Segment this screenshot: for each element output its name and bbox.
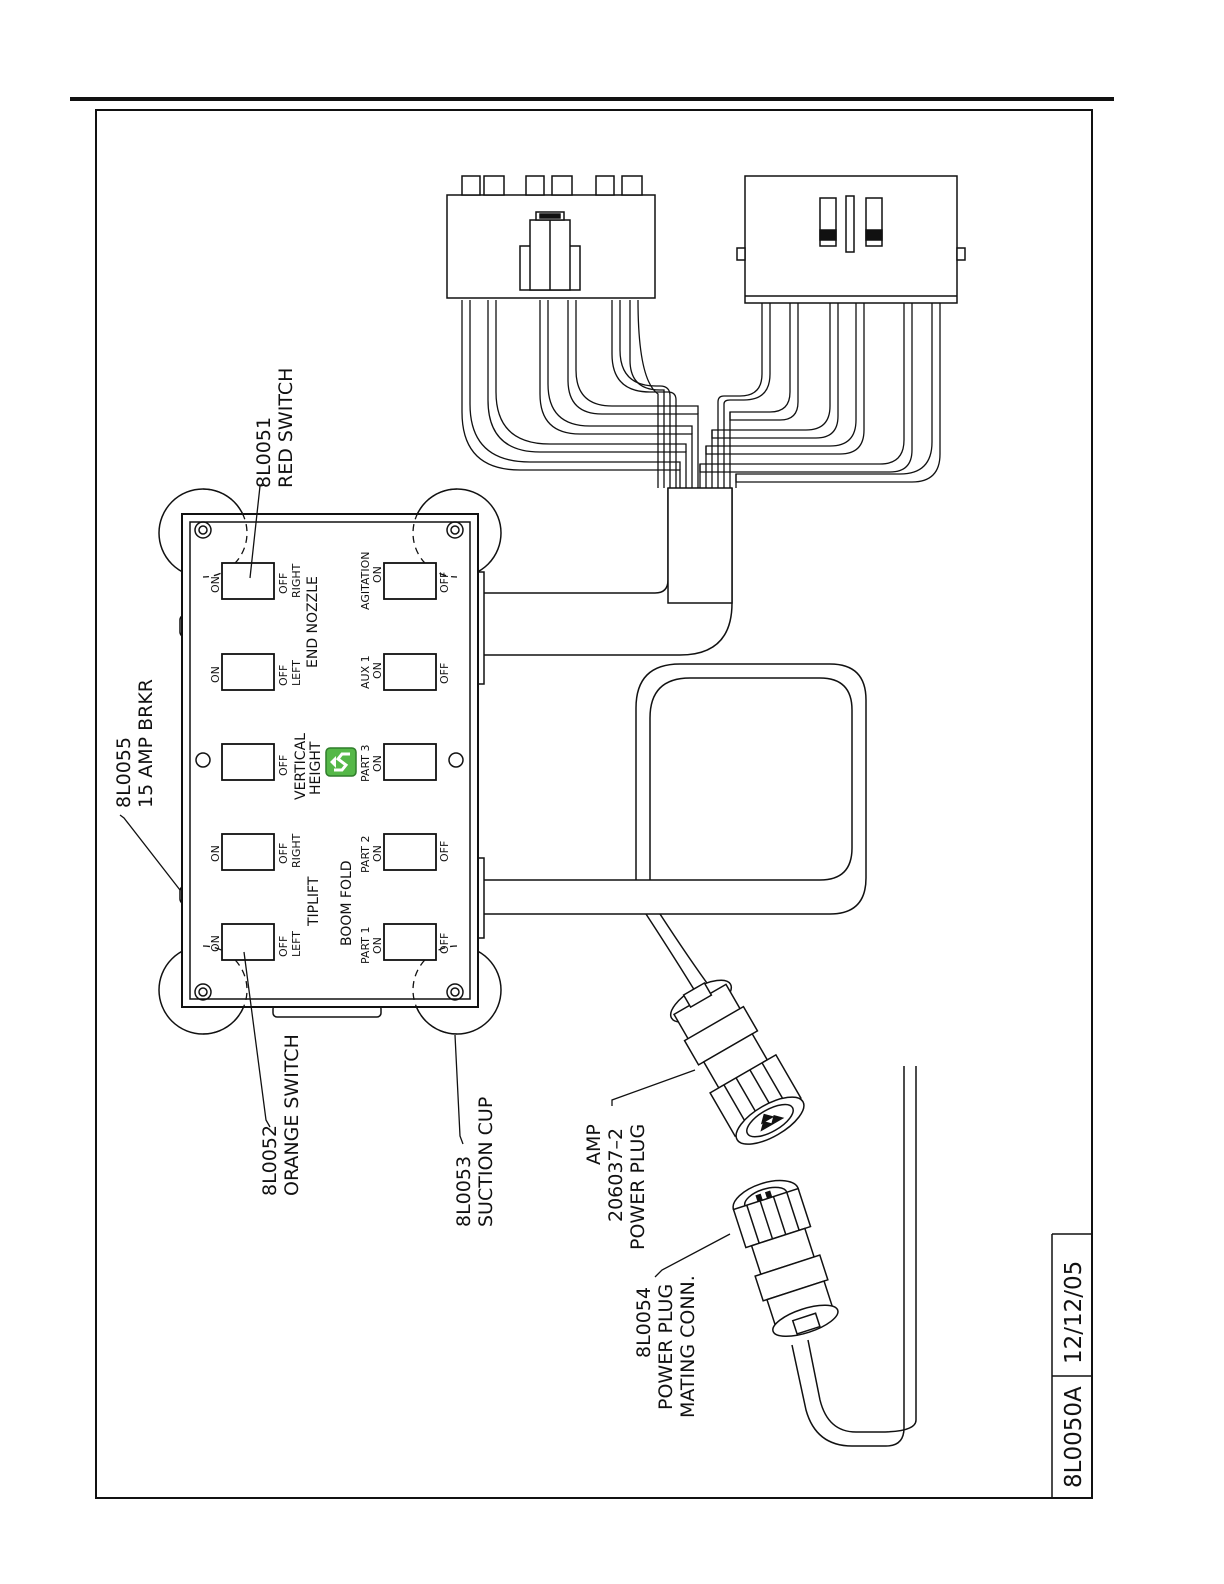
harness-connector-right [736, 175, 966, 304]
callout-red-switch-desc: RED SWITCH [275, 368, 297, 488]
callout-mating-line1: 8L0054 [633, 1287, 655, 1358]
switch-end-nozzle-right[interactable] [221, 562, 275, 600]
label-left: LEFT [290, 931, 303, 957]
amp-power-plug [669, 979, 805, 1145]
callout-breaker-part: 8L0055 [113, 737, 135, 808]
callout-amp-line1: AMP [583, 1124, 605, 1165]
callout-mating-line3: MATING CONN. [677, 1275, 699, 1418]
switch-panel: ON OFF RIGHT ON OFF LEFT OFF ON OFF RIGH… [158, 488, 502, 1035]
label-off: OFF [438, 933, 451, 954]
mating-connector [732, 1066, 917, 1447]
drawing-date: 12/12/05 [1061, 1261, 1087, 1364]
label-right: RIGHT [290, 563, 303, 598]
switch-tiplift-right[interactable] [221, 833, 275, 871]
callout-breaker-desc: 15 AMP BRKR [135, 679, 157, 808]
switch-part1[interactable] [383, 923, 437, 961]
label-off: OFF [438, 663, 451, 684]
switch-part2[interactable] [383, 833, 437, 871]
switch-tiplift-left[interactable] [221, 923, 275, 961]
callout-leaders [119, 484, 731, 1278]
label-on: ON [209, 666, 222, 683]
wire-harness [461, 299, 941, 488]
drawing-frame [95, 109, 1093, 1499]
label-part3: PART 3 [359, 744, 372, 782]
callout-mating-line2: POWER PLUG [655, 1284, 677, 1410]
label-on: ON [371, 566, 384, 583]
label-on: ON [209, 576, 222, 593]
label-off: OFF [277, 755, 290, 776]
callout-suction-cup-part: 8L0053 [453, 1156, 475, 1227]
group-tiplift: TIPLIFT [306, 876, 322, 927]
label-on: ON [209, 845, 222, 862]
switch-vertical-height[interactable] [221, 743, 275, 781]
panel-screws [194, 521, 464, 1001]
callout-orange-switch-part: 8L0052 [259, 1125, 281, 1196]
switch-aux1[interactable] [383, 653, 437, 691]
group-height: HEIGHT [308, 741, 324, 795]
label-on: ON [371, 755, 384, 772]
label-off: OFF [438, 572, 451, 593]
label-off: OFF [438, 841, 451, 862]
label-off: OFF [277, 573, 290, 594]
callout-red-switch-part: 8L0051 [253, 417, 275, 488]
label-on: ON [371, 937, 384, 954]
label-right: RIGHT [290, 833, 303, 868]
lower-cable [484, 663, 867, 997]
switch-part3[interactable] [383, 743, 437, 781]
switch-rockers [221, 562, 437, 961]
label-aux1: AUX 1 [359, 655, 372, 689]
callout-orange-switch-desc: ORANGE SWITCH [281, 1034, 303, 1196]
callout-amp-line2: 206037–2 [605, 1128, 627, 1222]
label-part1: PART 1 [359, 926, 372, 964]
title-block: 8L0050A 12/12/05 [1051, 1233, 1092, 1498]
label-on: ON [371, 845, 384, 862]
group-end-nozzle: END NOZZLE [305, 576, 321, 668]
label-part2: PART 2 [359, 835, 372, 873]
label-agitation: AGITATION [359, 552, 372, 611]
label-on: ON [209, 935, 222, 952]
upper-cable [484, 487, 733, 656]
label-off: OFF [277, 843, 290, 864]
group-vertical: VERTICAL [293, 733, 309, 800]
label-on: ON [371, 662, 384, 679]
group-boom-fold: BOOM FOLD [339, 860, 355, 946]
harness-connector-left [446, 175, 656, 299]
drawing-number: 8L0050A [1061, 1386, 1087, 1488]
s-logo-icon [325, 747, 357, 777]
label-off: OFF [277, 936, 290, 957]
callout-amp-line3: POWER PLUG [627, 1124, 649, 1250]
label-left: LEFT [290, 660, 303, 686]
switch-agitation[interactable] [383, 562, 437, 600]
switch-end-nozzle-left[interactable] [221, 653, 275, 691]
callout-suction-cup-desc: SUCTION CUP [475, 1097, 497, 1227]
label-off: OFF [277, 665, 290, 686]
header-rule [70, 97, 1114, 101]
